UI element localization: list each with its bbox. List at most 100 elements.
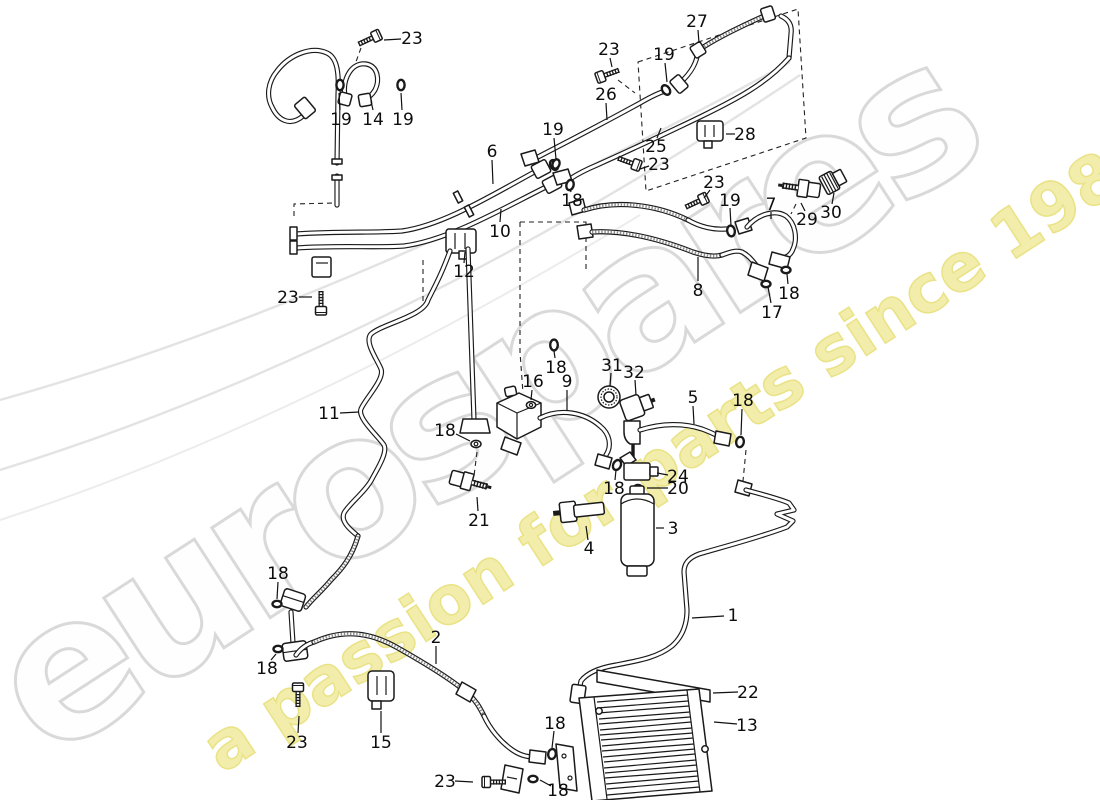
callout-leader-line (831, 192, 835, 205)
diagram-linework (265, 5, 848, 800)
part-callout-20: 20 (667, 479, 689, 499)
part-callout-18: 18 (434, 421, 456, 441)
seal-ring-18 (272, 644, 284, 654)
callout-leader-line (499, 208, 502, 223)
part-callout-18: 18 (267, 564, 289, 584)
part-callout-6: 6 (487, 142, 498, 162)
seal-ring-17 (760, 279, 772, 289)
part-callout-31: 31 (601, 356, 623, 376)
part-callout-17: 17 (761, 303, 783, 323)
part-callout-18: 18 (732, 391, 754, 411)
part-30-cap (818, 168, 848, 196)
part-callout-23: 23 (277, 288, 299, 308)
callout-leader-line (656, 127, 662, 139)
part-callout-25: 25 (645, 137, 667, 157)
part-1-refrigerant-line (569, 479, 797, 705)
part-5-line (623, 420, 746, 458)
part-callout-18: 18 (603, 479, 625, 499)
part-callout-5: 5 (688, 388, 699, 408)
seal-ring-18 (527, 774, 539, 784)
part-callout-18: 18 (544, 714, 566, 734)
seal-ring-18 (271, 599, 283, 609)
bolt-23 (595, 65, 621, 84)
part-callout-19: 19 (542, 120, 564, 140)
part-callout-14: 14 (362, 110, 384, 130)
callout-leader-line (800, 202, 806, 212)
callout-leader-line (767, 286, 772, 304)
callout-leader-line (614, 469, 617, 481)
part-15-clamp (367, 670, 395, 710)
part-callout-27: 27 (686, 12, 708, 32)
part-callout-9: 9 (562, 372, 573, 392)
callout-leader-line (383, 38, 402, 41)
part-callout-19: 19 (392, 110, 414, 130)
part-callout-1: 1 (728, 606, 739, 626)
part-3-receiver-drier (620, 485, 655, 577)
callout-leader-line (634, 379, 637, 396)
part-callout-29: 29 (796, 210, 818, 230)
part-callout-23: 23 (648, 155, 670, 175)
part-callout-32: 32 (623, 363, 645, 383)
seal-ring-19 (335, 78, 345, 92)
part-9-16-valve-block (496, 338, 623, 472)
callout-leader-line (455, 433, 471, 442)
callout-leader-line (491, 159, 494, 185)
callout-leader-line (585, 525, 589, 541)
part-callout-26: 26 (595, 85, 617, 105)
part-callout-4: 4 (584, 539, 595, 559)
callout-leader-line (339, 411, 360, 414)
callout-leader-line (370, 100, 374, 111)
part-32-fitting (619, 393, 656, 422)
part-callout-13: 13 (736, 716, 758, 736)
part-callout-23: 23 (286, 733, 308, 753)
callout-leader-line (740, 408, 743, 436)
watermark-swoosh (0, 214, 641, 521)
callout-leader-line (454, 780, 474, 783)
part-callout-24: 24 (667, 467, 689, 487)
part-callout-12: 12 (453, 262, 475, 282)
part-callout-23: 23 (598, 40, 620, 60)
part-callout-16: 16 (522, 372, 544, 392)
bolt-23 (316, 291, 327, 315)
part-callout-2: 2 (431, 628, 442, 648)
part-28-clamp (696, 120, 724, 149)
part-6-and-10-pipes (289, 158, 563, 315)
part-callout-18: 18 (561, 191, 583, 211)
callout-leader-line (703, 189, 711, 199)
bolt-23 (356, 29, 382, 49)
seal-ring-19 (725, 224, 737, 238)
callout-leader-line (530, 389, 533, 401)
part-callout-3: 3 (668, 519, 679, 539)
part-24-valve (619, 451, 659, 493)
callout-leader-line (297, 715, 300, 734)
callout-leader-line (691, 615, 725, 619)
seal-ring-19 (396, 78, 406, 92)
part-callout-30: 30 (820, 203, 842, 223)
callout-leader-line (697, 29, 700, 44)
callout-leader-line (553, 350, 556, 359)
callout-leader-line (605, 102, 608, 121)
watermark-swoosh (0, 74, 801, 472)
callout-leader-line (786, 273, 789, 285)
part-2-hose-assembly (271, 588, 578, 794)
callout-leader-line (713, 721, 738, 725)
part-callout-23: 23 (434, 772, 456, 792)
callout-leader-line (463, 251, 466, 264)
part-10-branch-pipe (459, 246, 491, 449)
callout-leader-line (609, 372, 612, 387)
seal-ring-18 (611, 458, 623, 472)
part-callout-10: 10 (489, 222, 511, 242)
part-callout-19: 19 (330, 110, 352, 130)
callout-leader-line (400, 92, 403, 111)
callout-leader-line (551, 730, 555, 749)
callout-leader-line (609, 57, 613, 68)
seal-ring-19 (551, 158, 561, 170)
callout-leader-line (639, 165, 650, 170)
part-callout-22: 22 (737, 683, 759, 703)
part-callout-18: 18 (778, 284, 800, 304)
part-25-26-27-assembly (520, 5, 794, 192)
callout-leader-line (712, 691, 739, 694)
callout-leader-line (664, 62, 668, 83)
